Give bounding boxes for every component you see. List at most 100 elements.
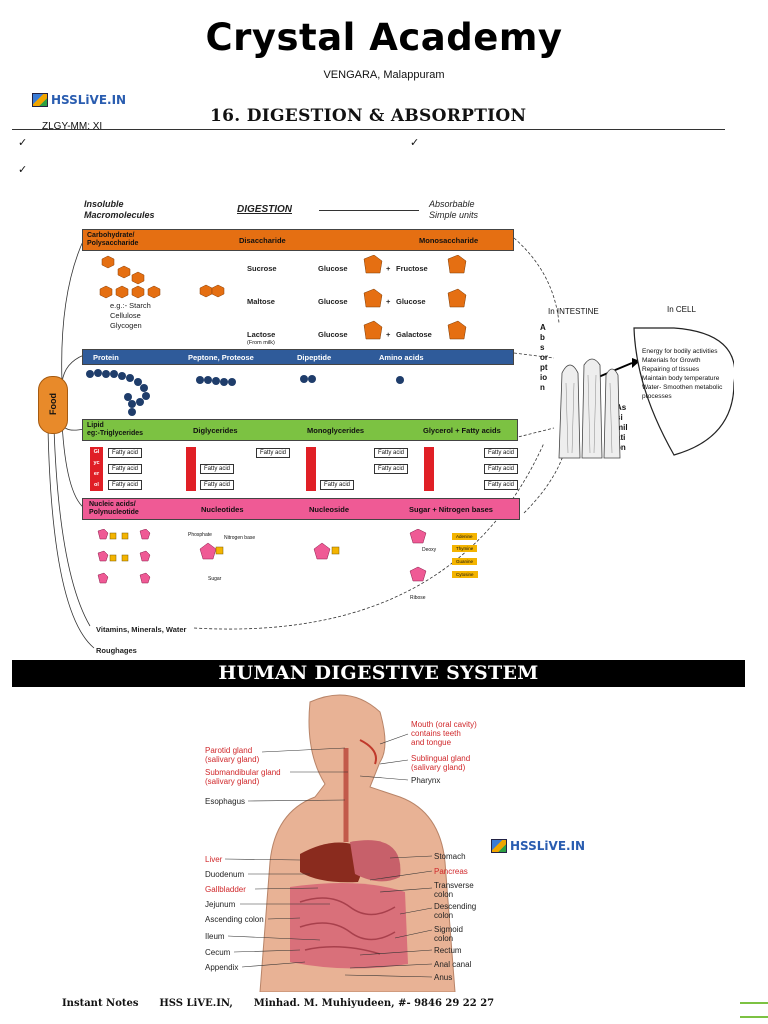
glucose-label: Glucose [396,297,426,306]
guanine-tag: Guanine [452,558,478,565]
cell-use-item: Maintain body temperature [642,375,720,382]
sugar-bases-label: Sugar + Nitrogen bases [409,505,493,514]
nucleic-label: Nucleic acids/ Polynucleotide [89,501,139,516]
esophagus-label: Esophagus [205,797,246,806]
in-intestine-label: In INTESTINE [548,307,599,316]
digestive-system-figure [259,694,456,992]
glycerol-block [306,447,316,491]
glycerol-block [186,447,196,491]
logo-text: HSSLiVE.IN [51,93,127,107]
ileum-label: Ileum [205,932,225,941]
fatty-acid-box: Fatty acid [484,480,519,490]
insoluble-label: Insoluble [84,199,124,209]
thymine-tag: Thymine [452,545,478,552]
logo-icon [32,93,48,107]
nitrogen-base-label: Nitrogen base [224,535,256,541]
pharynx-label: Pharynx [411,776,441,785]
footer-text: Instant Notes HSS LiVE.IN, Minhad. M. Mu… [62,998,495,1009]
nucleoside-label: Nucleoside [309,505,350,514]
footer-accent [740,1016,768,1018]
check-icon: ✓ [410,137,420,149]
cell-uses-list: Energy for bodily activities Materials f… [642,347,730,401]
peptone-label: Peptone, Proteose [188,353,254,362]
site-logo: HSSLiVE.IN [491,839,585,853]
lipid-band: Lipid eg:-Triglycerides Diglycerides Mon… [82,419,518,441]
glucose-label: Glucose [318,297,348,306]
ribose-label: Ribose [410,595,426,601]
fructose-label: Fructose [396,264,428,273]
logo-text: HSSLiVE.IN [510,839,586,853]
glucose-label: Glucose [318,264,348,273]
amino-acids-label: Amino acids [379,353,424,362]
fatty-acid-box: Fatty acid [374,464,409,474]
sublingual-gland-label: Sublingual gland (salivary gland) [411,754,471,772]
nucleic-band: Nucleic acids/ Polynucleotide Nucleotide… [82,498,520,520]
cecum-label: Cecum [205,948,231,957]
protein-band: Protein Peptone, Proteose Dipeptide Amin… [82,349,514,365]
nucleic-acid-icons [97,529,427,584]
footer-accent [740,1002,768,1004]
fatty-acid-box: Fatty acid [108,480,143,490]
glucose-label: Glucose [318,330,348,339]
fatty-acid-box: Fatty acid [484,464,519,474]
sigmoid-colon-label: Sigmoid colon [434,925,463,943]
carbohydrate-label: Carbohydrate/ Polysaccharide [87,232,139,247]
cell-use-item: Materials for Growth [642,357,701,364]
submandibular-gland-label: Submandibular gland (salivary gland) [205,768,281,786]
plus-sign: + [386,264,391,273]
fatty-acid-box: Fatty acid [484,448,519,458]
chapter-title: 16. DIGESTION & ABSORPTION [210,106,527,126]
carb-example: e.g.:- Starch Cellulose Glycogen [110,301,151,330]
header-divider [12,129,725,130]
mouth-label: Mouth (oral cavity) contains teeth and t… [411,720,477,747]
carbohydrate-band: Carbohydrate/ Polysaccharide Disaccharid… [82,229,514,251]
glycerol-block: Gl yc er ol [90,447,103,491]
absorbable-label: Absorbable [429,199,475,209]
cytosine-tag: Cytosine [452,571,478,578]
dipeptide-label: Dipeptide [297,353,332,362]
plus-sign: + [386,297,391,306]
macromolecules-label: Macromolecules [84,210,155,220]
gallbladder-label: Gallbladder [205,885,246,894]
villi-icon [558,358,621,459]
cell-use-item: Energy for bodily activities [642,348,718,355]
disaccharide-label: Disaccharide [239,236,286,245]
cell-use-item: Water- Smoothen metabolic processes [642,384,723,400]
sucrose-label: Sucrose [247,264,277,273]
starch-chain-icon [99,255,225,299]
anal-canal-label: Anal canal [434,960,472,969]
rectum-label: Rectum [434,946,462,955]
milk-note: (From milk) [247,340,275,346]
fatty-acid-box: Fatty acid [200,464,235,474]
sugar-label: Sugar [208,576,222,582]
digestion-arrow [319,210,419,211]
deoxy-label: Deoxy [422,547,437,553]
digestion-diagram: Insoluble Macromolecules DIGESTION Absor… [34,193,734,655]
fatty-acid-box: Fatty acid [256,448,291,458]
ascending-colon-label: Ascending colon [205,915,264,924]
section-title: HUMAN DIGESTIVE SYSTEM [12,660,745,687]
monosaccharide-label: Monosaccharide [419,236,479,245]
check-icon: ✓ [18,137,28,149]
transverse-colon-label: Transverse colon [434,881,474,899]
sugar-rings-icon [363,255,467,340]
pancreas-label: Pancreas [434,867,468,876]
parotid-gland-label: Parotid gland (salivary gland) [205,746,260,764]
page-subtitle: VENGARA, Malappuram [323,69,445,81]
adenine-tag: Adenine [452,533,477,540]
monoglycerides-label: Monoglycerides [307,426,365,435]
appendix-label: Appendix [205,963,239,972]
fatty-acid-box: Fatty acid [374,448,409,458]
cell-use-item: Repairing of tissues [642,366,700,373]
logo-icon [491,839,507,853]
lactose-label: Lactose [247,330,276,339]
page-title: Crystal Academy [205,16,563,59]
site-logo: HSSLiVE.IN [32,93,126,107]
fatty-acid-box: Fatty acid [200,480,235,490]
lipid-label: Lipid eg:-Triglycerides [87,422,144,437]
vitamins-label: Vitamins, Minerals, Water [96,625,187,634]
fatty-acid-box: Fatty acid [108,464,143,474]
digestion-heading: DIGESTION [237,204,293,215]
food-blob: Food [38,376,68,434]
